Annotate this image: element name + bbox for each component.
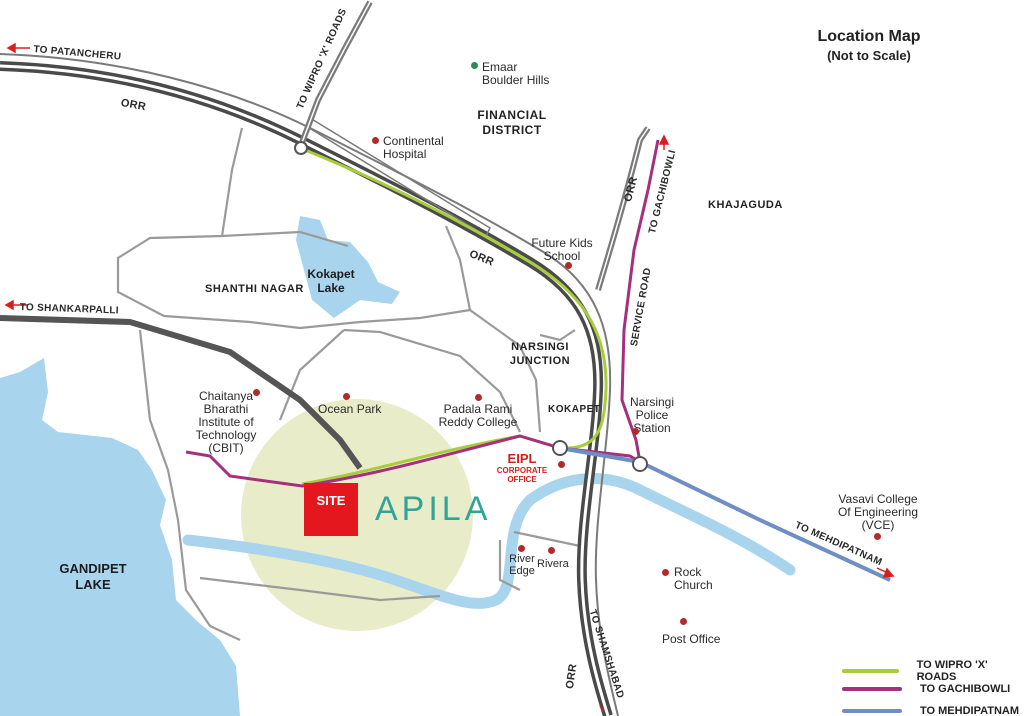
continental-dot	[372, 137, 379, 144]
legend-row-mehdipatnam: TO MEHDIPATNAM	[842, 705, 1019, 716]
wipro-road-inner	[299, 1, 371, 149]
landmark-rock-church-2: Church	[674, 578, 713, 592]
legend-swatch-wipro	[842, 669, 899, 673]
landmark-cbit-5: (CBIT)	[208, 441, 244, 455]
area-khajaguda: KHAJAGUDA	[708, 199, 783, 211]
kokapet-lake-shape	[296, 216, 400, 318]
landmark-police-3: Station	[633, 421, 671, 435]
river-stream-2	[187, 537, 498, 607]
gandipet-lake-shape	[0, 358, 240, 716]
legend-swatch-gachibowli	[842, 687, 902, 691]
area-shanthi-nagar: SHANTHI NAGAR	[205, 283, 304, 295]
landmark-padala-1: Padala Rami	[443, 402, 513, 416]
landmark-vasavi-1: Vasavi College	[838, 492, 918, 506]
landmark-police-1: Narsingi	[629, 395, 674, 409]
area-financial-district-1: FINANCIAL	[477, 108, 547, 122]
future-kids-dot	[565, 262, 572, 269]
legend-swatch-mehdipatnam	[842, 709, 902, 713]
landmark-rivera: Rivera	[537, 558, 569, 570]
orr-spur-inner	[597, 127, 649, 291]
map-title: Location Map	[817, 28, 921, 45]
legend-label-mehdipatnam: TO MEHDIPATNAM	[920, 705, 1019, 716]
landmark-river-edge-1: River	[509, 553, 535, 565]
kokapet-lake-label-2: Lake	[317, 281, 345, 295]
emaar-dot	[471, 62, 478, 69]
padala-dot	[475, 394, 482, 401]
junction-circle-wipro	[294, 141, 308, 155]
route-wipro	[299, 146, 608, 486]
landmark-rock-church-1: Rock	[674, 565, 702, 579]
landmark-emaar-1: Emaar	[482, 60, 518, 74]
landmark-cbit-1: Chaitanya	[198, 389, 254, 403]
gandipet-lake-label-2: LAKE	[75, 577, 111, 592]
map-subtitle: (Not to Scale)	[827, 48, 911, 63]
landmark-ocean-park: Ocean Park	[318, 402, 382, 416]
cbit-dot	[253, 389, 260, 396]
landmark-padala-2: Reddy College	[438, 415, 518, 429]
landmark-cbit-4: Technology	[195, 428, 257, 442]
legend-row-gachibowli: TO GACHIBOWLI	[842, 683, 1010, 695]
site-marker: SITE	[304, 483, 358, 536]
area-kokapet: KOKAPET	[548, 404, 601, 415]
area-financial-district-2: DISTRICT	[482, 123, 542, 137]
post-office-dot	[680, 618, 687, 625]
legend-row-wipro: TO WIPRO 'X' ROADS	[842, 659, 1024, 683]
area-narsingi-junction-1: NARSINGI	[511, 341, 569, 353]
landmark-vasavi-3: (VCE)	[861, 518, 895, 532]
legend-label-gachibowli: TO GACHIBOWLI	[920, 683, 1011, 695]
river-edge-dot	[518, 545, 525, 552]
minor-roads	[116, 127, 581, 641]
junction-circle-narsingi	[632, 456, 648, 472]
direction-arrows	[4, 42, 895, 713]
landmark-eipl-3: OFFICE	[507, 475, 537, 484]
landmark-river-edge-2: Edge	[509, 565, 535, 577]
rock-church-dot	[662, 569, 669, 576]
landmark-eipl-1: EIPL	[507, 451, 537, 466]
junction-circle-eipl	[552, 440, 568, 456]
landmark-continental-1: Continental	[383, 134, 444, 148]
brand-logo: APILA	[375, 490, 492, 528]
ocean-park-dot	[343, 393, 350, 400]
gandipet-lake-label-1: GANDIPET	[59, 561, 127, 576]
legend-label-wipro: TO WIPRO 'X' ROADS	[916, 659, 988, 683]
landmark-police-2: Police	[635, 408, 669, 422]
eipl-dot	[558, 461, 565, 468]
police-dot	[632, 428, 639, 435]
landmark-vasavi-2: Of Engineering	[837, 505, 919, 519]
landmark-future-kids-1: Future Kids	[531, 236, 593, 250]
landmark-post-office: Post Office	[662, 632, 721, 646]
vasavi-dot	[874, 533, 881, 540]
route-mehdipatnam	[559, 446, 891, 582]
area-narsingi-junction-2: JUNCTION	[509, 355, 571, 367]
rivera-dot	[548, 547, 555, 554]
kokapet-lake-label-1: Kokapet	[307, 267, 355, 281]
landmark-future-kids-2: School	[543, 249, 581, 263]
landmark-continental-2: Hospital	[383, 147, 427, 161]
landmark-eipl-2: CORPORATE	[496, 466, 548, 475]
landmark-cbit-3: Institute of	[198, 415, 254, 429]
shankarpalli-road	[0, 315, 363, 470]
landmark-emaar-2: Boulder Hills	[482, 73, 550, 87]
landmark-cbit-2: Bharathi	[203, 402, 249, 416]
